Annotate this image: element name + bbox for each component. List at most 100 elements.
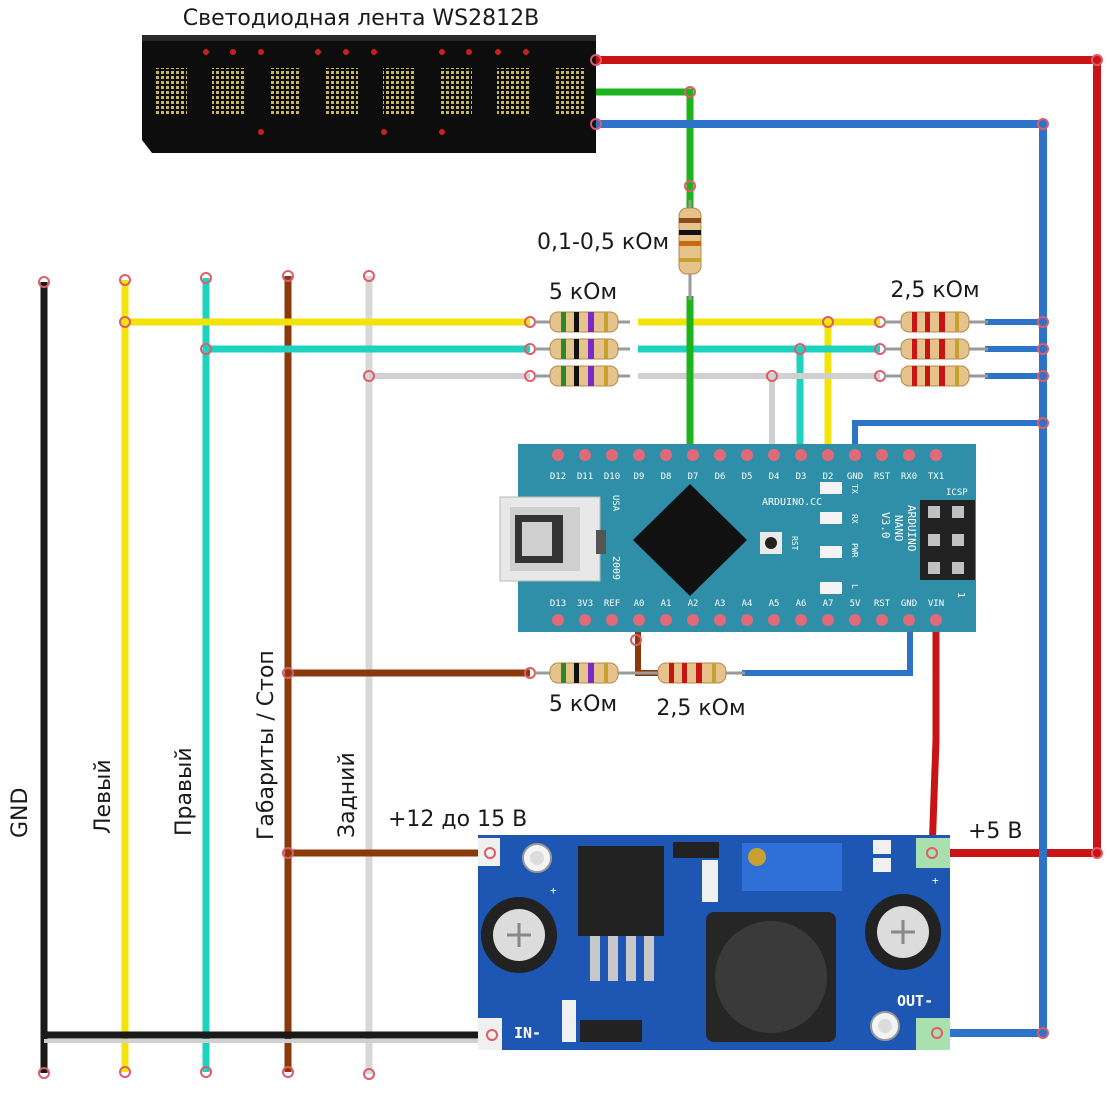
- potentiometer: [742, 843, 842, 891]
- power-wires: [44, 54, 1103, 1043]
- bottom-pin-label-rst: RST: [874, 599, 891, 609]
- led-matrix-row: [155, 68, 586, 114]
- reset-button[interactable]: [765, 537, 777, 549]
- top-pin-label-d8: D8: [661, 472, 672, 482]
- top-pin-label-d12: D12: [550, 472, 566, 482]
- led-tx-text: TX: [850, 484, 859, 494]
- bottom-pin-pad-5v: [849, 614, 861, 626]
- strip-red-dots: [203, 49, 529, 135]
- markers-label: Габариты / Стоп: [254, 650, 279, 840]
- bottom-pin-pad-d13: [552, 614, 564, 626]
- input-voltage-label: +12 до 15 В: [388, 807, 527, 832]
- bottom-pin-label-5v: 5V: [850, 599, 861, 609]
- bottom-pin-label-gnd: GND: [901, 599, 917, 609]
- bottom-pin-label-vin: VIN: [928, 599, 944, 609]
- resistor-2k5-bottom: [640, 662, 745, 684]
- bottom-pin-pad-a4: [741, 614, 753, 626]
- bottom-pin-pad-a1: [660, 614, 672, 626]
- top-pin-pad-rst: [876, 449, 888, 461]
- output-capacitor: [865, 894, 941, 970]
- top-pin-label-d7: D7: [688, 472, 699, 482]
- brand-text: ARDUINO.CC: [762, 497, 822, 508]
- bottom-pin-label-a6: A6: [796, 599, 807, 609]
- led-rx-text: RX: [850, 514, 859, 524]
- top-pin-label-d4: D4: [769, 472, 780, 482]
- regulator-ic: [578, 846, 664, 981]
- bottom-pin-label-a3: A3: [715, 599, 726, 609]
- signal-wires: [119, 316, 886, 859]
- top-5k-label: 5 кОм: [549, 280, 617, 305]
- bottom-pin-pad-a6: [795, 614, 807, 626]
- bottom-pin-pad-a0: [633, 614, 645, 626]
- top-pin-pad-d12: [552, 449, 564, 461]
- top-pin-pad-d8: [660, 449, 672, 461]
- top-pin-label-tx1: TX1: [928, 472, 944, 482]
- left-label: Левый: [91, 759, 116, 834]
- in-plus-sign: +: [550, 884, 557, 897]
- rst-text: RST: [790, 536, 799, 551]
- top-pin-pad-d10: [606, 449, 618, 461]
- terminal-rings: [484, 847, 943, 1041]
- led-pwr-text: PWR: [850, 543, 859, 558]
- top-pin-label-d6: D6: [715, 472, 726, 482]
- input-terminal-bottom: [478, 1018, 502, 1050]
- bottom-pin-label-a4: A4: [742, 599, 753, 609]
- bottom-pin-pad-a3: [714, 614, 726, 626]
- top-2k5-label: 2,5 кОм: [890, 278, 979, 303]
- board-leds: [820, 482, 842, 594]
- resistor-5k-2: [535, 338, 630, 360]
- top-pin-pad-d5: [741, 449, 753, 461]
- top-pin-label-d2: D2: [823, 472, 834, 482]
- input-capacitor: [481, 897, 557, 973]
- bottom-pin-pad-ref: [606, 614, 618, 626]
- icsp-pin1-text: 1: [955, 592, 966, 598]
- bottom-pin-label-a2: A2: [688, 599, 699, 609]
- model-text: ARDUINO: [905, 505, 918, 551]
- bottom-pin-pad-vin: [930, 614, 942, 626]
- top-pin-pad-rx0: [903, 449, 915, 461]
- bottom-pin-label-ref: REF: [604, 599, 620, 609]
- top-pin-label-d9: D9: [634, 472, 645, 482]
- bottom-pin-label-a0: A0: [634, 599, 645, 609]
- resistor-5k-bottom: [535, 662, 640, 684]
- icsp-text: ICSP: [946, 488, 968, 498]
- bottom-pin-pad-gnd: [903, 614, 915, 626]
- resistor-series: 0,1-0,5 кОм: [537, 200, 702, 300]
- input-terminal-top: [478, 838, 552, 873]
- top-pin-label-rst: RST: [874, 472, 891, 482]
- top-pin-label-d3: D3: [796, 472, 807, 482]
- right-label: Правый: [172, 747, 197, 836]
- version-text: V3.0: [879, 512, 892, 539]
- top-pin-pad-d9: [633, 449, 645, 461]
- mcu-chip: [633, 484, 747, 596]
- bottom-2k5-label: 2,5 кОм: [656, 696, 745, 721]
- usa-text: USA: [610, 495, 620, 512]
- year-text: 2009: [610, 556, 621, 580]
- series-resistor-label: 0,1-0,5 кОм: [537, 230, 669, 255]
- led-strip: Светодиодная лента WS2812B: [142, 6, 596, 153]
- resistor-2k5-2: [884, 338, 988, 360]
- model2-text: NANO: [892, 515, 905, 542]
- led-l-text: L: [850, 584, 859, 589]
- bottom-pin-pad-rst: [876, 614, 888, 626]
- bottom-pin-label-a1: A1: [661, 599, 672, 609]
- resistor-top-5k-group: 5 кОм: [535, 280, 630, 387]
- bottom-pin-pad-3v3: [579, 614, 591, 626]
- output-voltage-label: +5 В: [968, 819, 1023, 844]
- resistor-top-2k5-group: 2,5 кОм: [884, 278, 988, 387]
- in-minus-label: IN-: [514, 1024, 541, 1042]
- top-pin-label-rx0: RX0: [901, 472, 917, 482]
- top-pin-pad-d2: [822, 449, 834, 461]
- out-minus-label: OUT-: [897, 992, 933, 1010]
- bottom-5k-label: 5 кОм: [549, 692, 617, 717]
- bottom-pin-pad-a2: [687, 614, 699, 626]
- resistor-2k5-3: [884, 365, 988, 387]
- top-pin-label-d11: D11: [577, 472, 593, 482]
- resistor-5k-3: [535, 365, 630, 387]
- bottom-pin-pad-a7: [822, 614, 834, 626]
- top-pin-pad-gnd: [849, 449, 861, 461]
